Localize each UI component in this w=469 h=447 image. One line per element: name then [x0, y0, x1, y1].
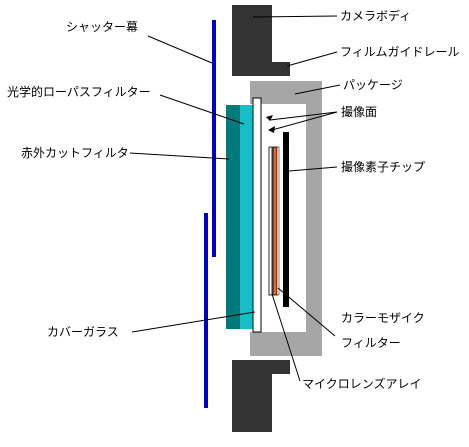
ir-cut-filter — [226, 105, 241, 329]
leader-microlens — [271, 293, 301, 382]
leader-lines — [129, 15, 341, 382]
camera-body-top — [232, 5, 290, 76]
sensor-chip — [283, 132, 289, 307]
leader-lowpass — [159, 94, 245, 125]
imaging-surface-arrowhead-a — [266, 115, 273, 121]
leader-color-mosaic — [277, 287, 336, 337]
imaging-surface-arrowhead-b — [268, 126, 275, 133]
leader-ir-filter — [129, 152, 230, 160]
camera-body-bottom — [232, 360, 290, 432]
label-imaging-surface: 撮像面 — [341, 105, 378, 119]
optical-lowpass-filter — [240, 105, 253, 329]
leader-sensor-chip — [288, 166, 338, 172]
leader-imaging-surface-b — [271, 111, 338, 131]
label-ir-cut-filter: 赤外カットフィルタ — [21, 146, 129, 160]
shutter-curtain-lower — [204, 213, 208, 408]
leader-camera-body — [252, 15, 338, 18]
label-shutter-curtain: シャッター幕 — [66, 20, 139, 34]
leader-film-guide-rail — [286, 51, 338, 67]
label-color-mosaic-filter-line1: カラーモザイク — [341, 311, 425, 325]
label-sensor-chip: 撮像素子チップ — [341, 160, 426, 174]
leader-cover-glass — [131, 311, 256, 333]
shutter-curtain-upper — [212, 20, 216, 257]
imaging-surface-layer — [276, 146, 280, 296]
package — [250, 81, 322, 356]
label-color-mosaic-filter-line2: フィルター — [341, 336, 401, 350]
cover-glass — [252, 97, 262, 333]
leader-imaging-surface-a — [269, 111, 338, 121]
leader-shutter — [147, 35, 213, 64]
label-camera-body: カメラボディ — [340, 9, 412, 23]
leader-package — [294, 84, 341, 95]
color-mosaic-filter — [272, 146, 278, 296]
label-film-guide-rail: フィルムガイドレール — [340, 45, 460, 59]
label-optical-lowpass-filter: 光学的ローパスフィルター — [7, 85, 151, 99]
microlens-array — [268, 146, 273, 296]
label-package: パッケージ — [343, 78, 403, 92]
label-cover-glass: カバーガラス — [47, 325, 119, 339]
label-microlens-array: マイクロレンズアレイ — [302, 377, 422, 391]
